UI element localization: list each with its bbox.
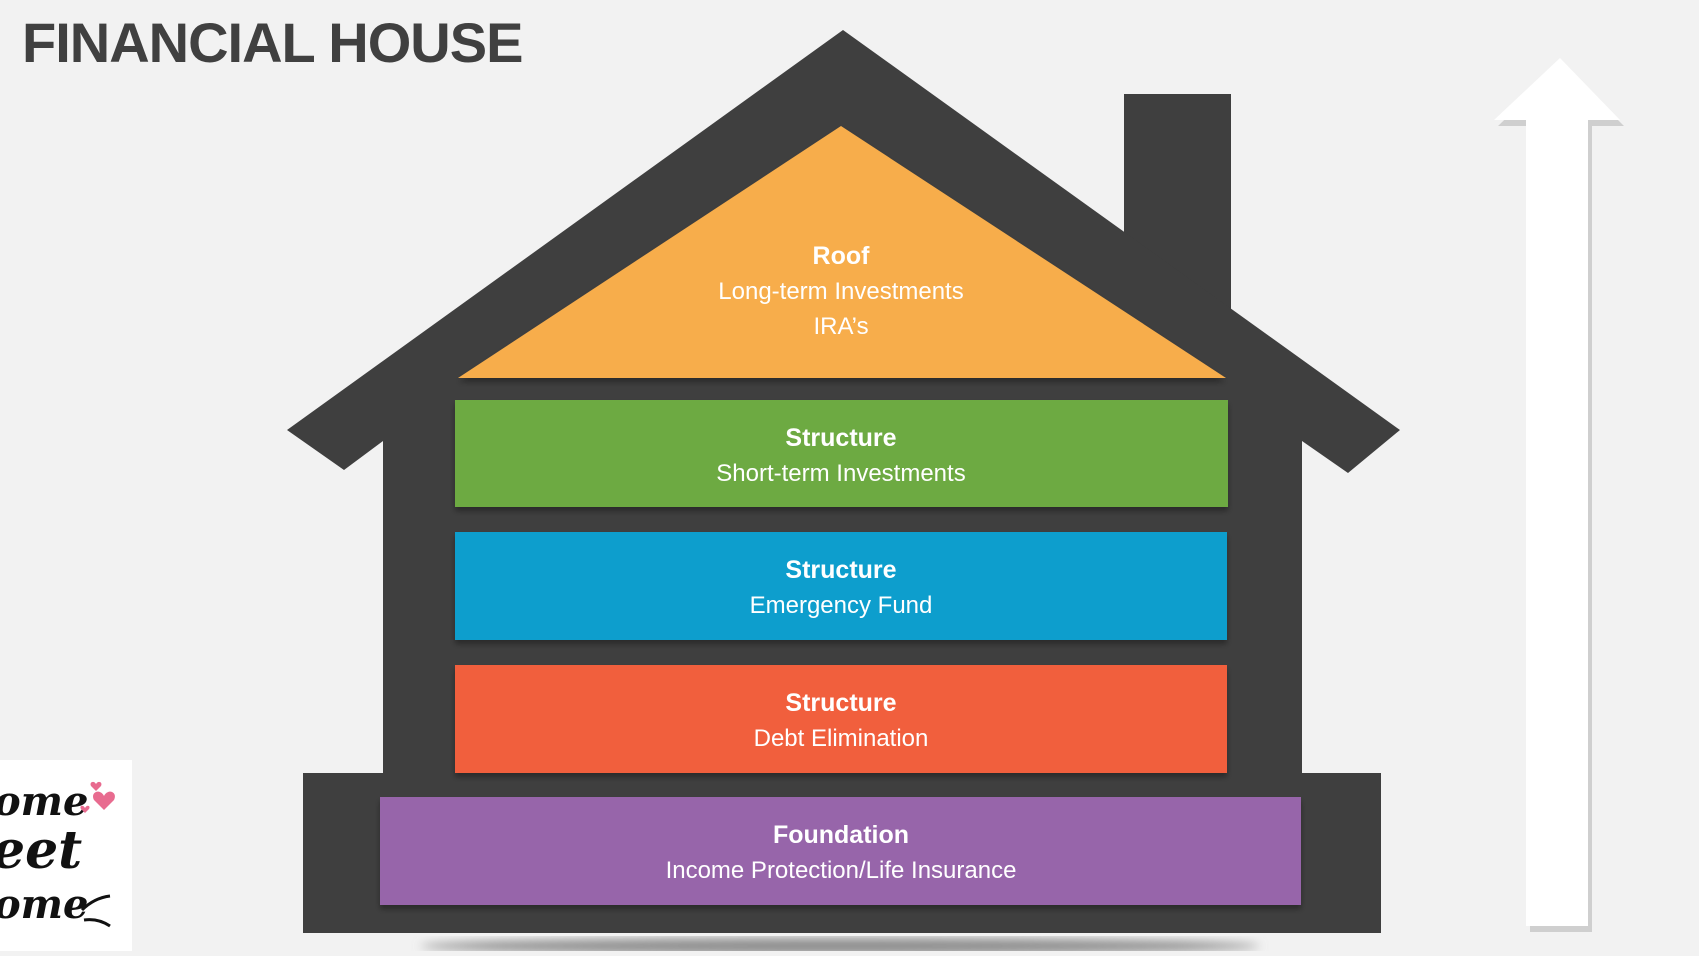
home-sweet-home-logo: ome eet ome: [0, 760, 132, 951]
foundation-title: Foundation: [773, 821, 909, 849]
debt-title: Structure: [785, 689, 896, 717]
short-term-title: Structure: [785, 424, 896, 452]
roof-layer: [458, 126, 1226, 378]
short-term-line1: Short-term Investments: [716, 460, 965, 487]
emergency-title: Structure: [785, 556, 896, 584]
foundation-line1: Income Protection/Life Insurance: [666, 857, 1017, 884]
debt-line1: Debt Elimination: [754, 725, 929, 752]
upward-arrow-icon: [1494, 58, 1624, 932]
logo-artwork: ome eet ome: [0, 778, 115, 928]
roof-title: Roof: [813, 242, 871, 270]
svg-text:eet: eet: [0, 820, 82, 881]
svg-text:ome: ome: [0, 881, 88, 928]
short-term-layer: [455, 400, 1228, 507]
foundation-layer: [380, 797, 1301, 905]
svg-text:ome: ome: [0, 778, 88, 825]
emergency-line1: Emergency Fund: [750, 592, 933, 619]
page-title: FINANCIAL HOUSE: [22, 11, 523, 74]
roof-line2: IRA’s: [813, 313, 868, 340]
emergency-layer: [455, 532, 1227, 640]
roof-line1: Long-term Investments: [718, 278, 963, 305]
heart-icon: [80, 781, 115, 813]
flourish-icon: [80, 894, 111, 928]
ground-shadow: [420, 938, 1260, 951]
debt-layer: [455, 665, 1227, 773]
